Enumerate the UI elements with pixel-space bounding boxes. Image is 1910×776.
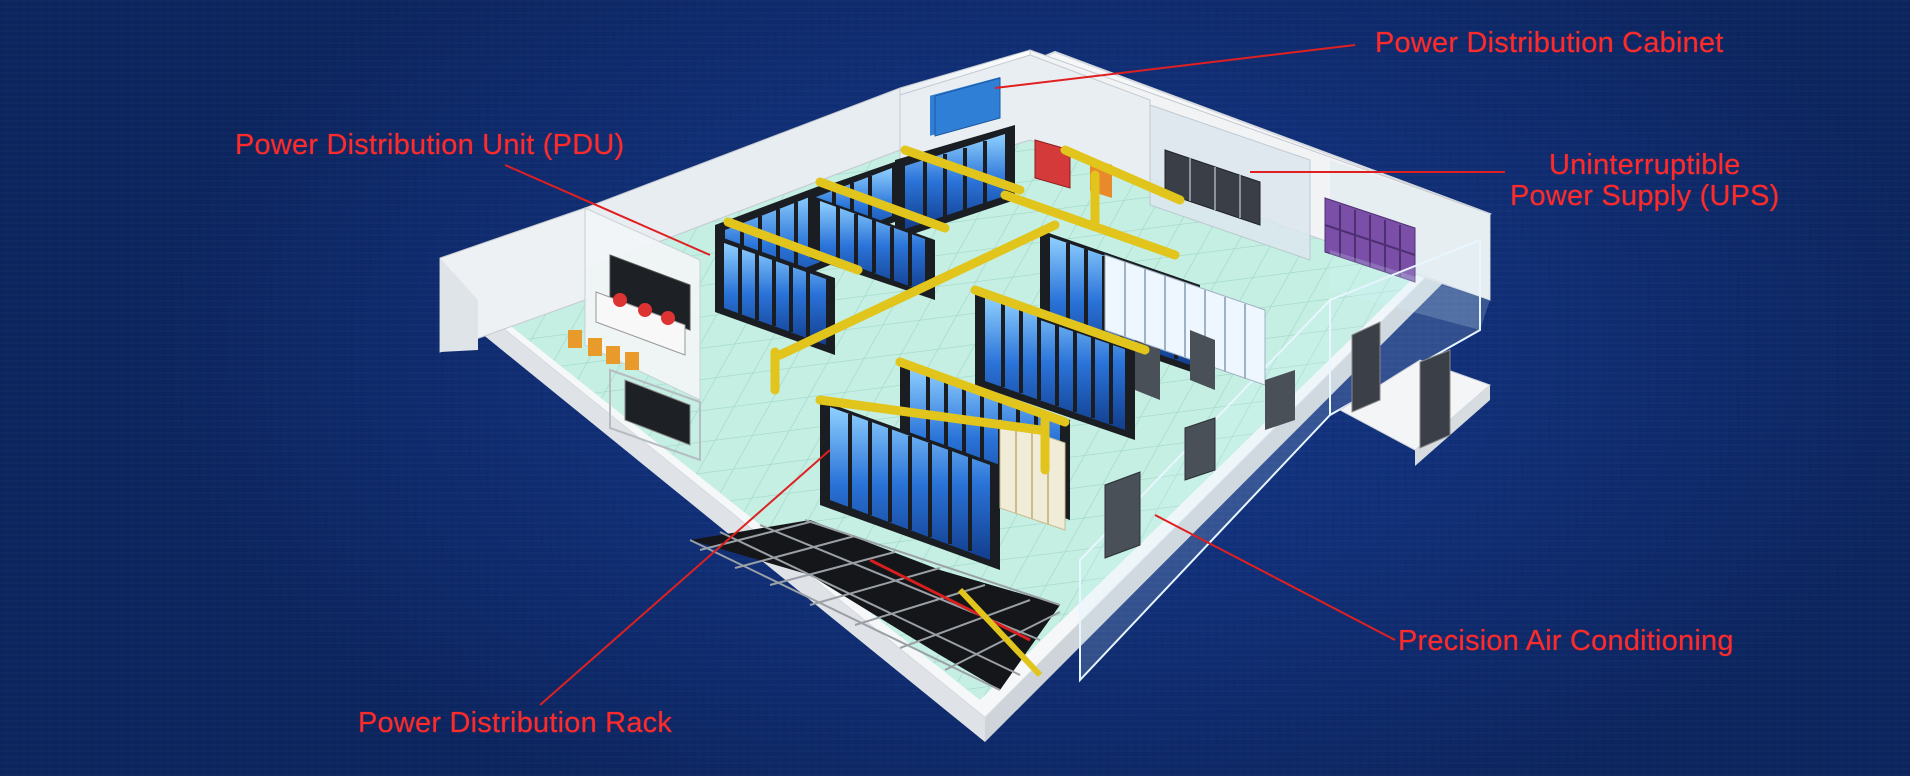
workstation-icon — [568, 330, 639, 370]
ups-room — [1149, 104, 1490, 300]
switchgear-icon — [1164, 149, 1261, 226]
cable-tray-icon — [723, 145, 1185, 475]
label-ups-line2: Power Supply (UPS) — [1510, 180, 1780, 212]
ups-cabinet-icon — [1324, 197, 1416, 283]
label-ups-line1: Uninterruptible — [1548, 149, 1741, 181]
power-distribution-rack-grid — [689, 519, 1061, 691]
monitoring-room — [568, 207, 701, 462]
label-ups: Uninterruptible Power Supply (UPS) — [1510, 150, 1780, 212]
rack-row-back-left — [715, 125, 1015, 312]
label-precision-air-conditioning: Precision Air Conditioning — [1398, 625, 1734, 657]
rack-row-left — [715, 195, 935, 355]
label-power-distribution-rack: Power Distribution Rack — [358, 707, 673, 739]
air-conditioner-icon — [1104, 254, 1295, 559]
label-power-distribution-cabinet: Power Distribution Cabinet — [1375, 27, 1724, 59]
entrance — [1339, 321, 1491, 466]
label-pdu: Power Distribution Unit (PDU) — [235, 129, 625, 161]
leader-lines — [504, 44, 1505, 706]
